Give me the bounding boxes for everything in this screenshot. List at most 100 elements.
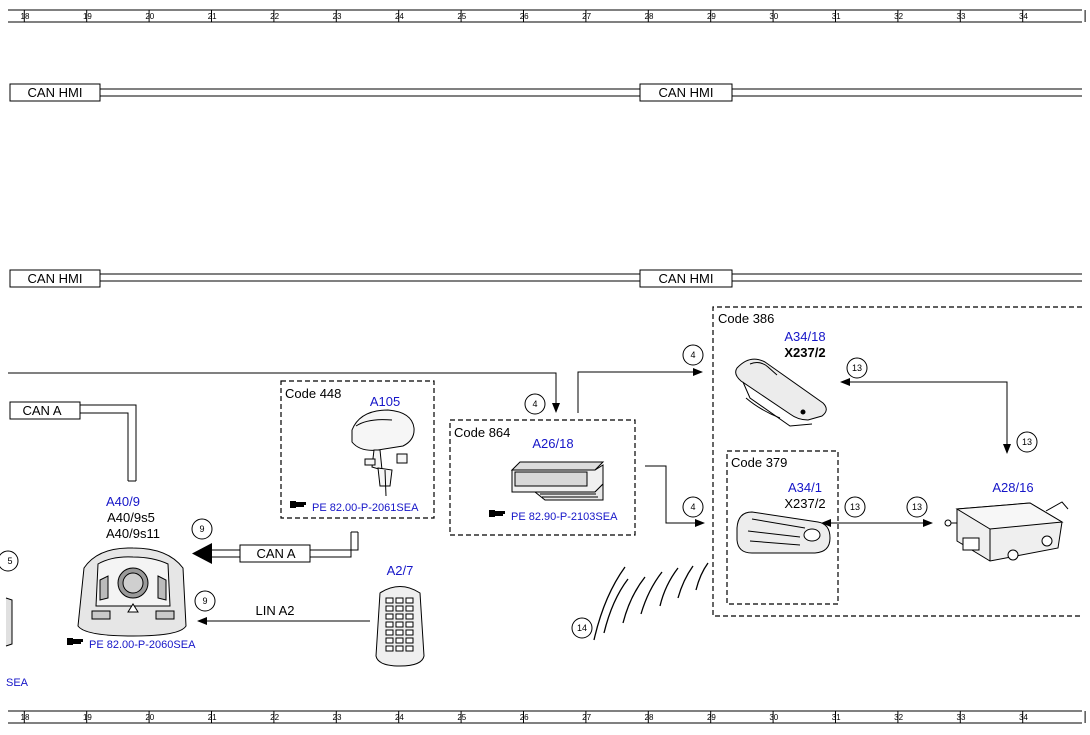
ruler-number: 21 <box>208 713 217 722</box>
signal-line-to-code-386 <box>577 368 703 413</box>
ruler-number: 28 <box>645 713 654 722</box>
ref-a26-18-text: PE 82.90-P-2103SEA <box>511 511 618 523</box>
remote-button <box>385 621 394 628</box>
ruler-number: 34 <box>1019 713 1028 722</box>
remote-button <box>395 621 404 628</box>
component-id-a2-7: A2/7 <box>387 563 414 578</box>
can-hmi-label: CAN HMI <box>659 85 714 100</box>
ruler-number: 24 <box>395 12 404 21</box>
marker-13: 13 <box>1016 431 1038 453</box>
remote-button <box>385 645 394 652</box>
ruler-number: 23 <box>333 713 342 722</box>
component-id-a28-16: A28/16 <box>992 480 1033 495</box>
remote-button <box>395 605 404 612</box>
control-panel-knob-icon <box>77 547 187 637</box>
remote-button <box>405 605 414 612</box>
marker-9: 9 <box>191 518 213 540</box>
code-379-box <box>726 450 839 605</box>
remote-button <box>385 637 394 644</box>
ruler-number: 25 <box>457 12 466 21</box>
remote-button <box>405 597 414 604</box>
remote-button <box>385 613 394 620</box>
marker-13: 13 <box>906 496 928 518</box>
ref-a26-18[interactable]: PE 82.90-P-2103SEA <box>489 510 618 523</box>
link-a34-18-a28-16 <box>840 378 1011 454</box>
ref-a105[interactable]: PE 82.00-P-2061SEA <box>290 501 419 514</box>
svg-text:9: 9 <box>199 524 204 534</box>
ruler-number: 26 <box>520 713 529 722</box>
marker-13: 13 <box>846 357 868 379</box>
signal-line-to-a26-18 <box>8 372 560 413</box>
svg-text:4: 4 <box>690 502 695 512</box>
remote-button <box>395 629 404 636</box>
can-hmi-bus-lower: CAN HMI CAN HMI <box>9 269 1082 288</box>
ruler-number: 26 <box>520 12 529 21</box>
can-hmi-bus-upper: CAN HMI CAN HMI <box>9 83 1082 102</box>
remote-button <box>405 613 414 620</box>
component-id-a34-1: A34/1 <box>788 480 822 495</box>
can-a-label: CAN A <box>256 546 295 561</box>
telephone-handset-icon <box>735 358 827 427</box>
ruler-number: 19 <box>83 713 92 722</box>
ref-partial-left[interactable]: SEA <box>6 677 29 689</box>
connector-id-x237-2: X237/2 <box>784 345 825 360</box>
code-448-box <box>280 380 435 519</box>
signal-line-to-code-379 <box>645 465 705 527</box>
lin-a2-label: LIN A2 <box>255 603 294 618</box>
remote-button <box>385 629 394 636</box>
code-864-box <box>449 419 636 536</box>
ruler-number: 22 <box>270 713 279 722</box>
telephone-base-icon <box>736 511 831 554</box>
remote-button <box>405 645 414 652</box>
partial-device-icon <box>5 597 13 647</box>
marker-5-partial: 5 <box>0 550 19 572</box>
marker-13: 13 <box>844 496 866 518</box>
svg-text:13: 13 <box>850 502 860 512</box>
remote-button <box>385 597 394 604</box>
component-id-a34-18: A34/18 <box>784 329 825 344</box>
code-386-label: Code 386 <box>718 311 774 326</box>
ruler-number: 20 <box>145 713 154 722</box>
marker-9: 9 <box>194 590 216 612</box>
ruler-number: 31 <box>832 12 841 21</box>
ruler-number: 22 <box>270 12 279 21</box>
marker-4: 4 <box>682 496 704 518</box>
ruler-number: 30 <box>769 12 778 21</box>
component-id-a26-18: A26/18 <box>532 436 573 451</box>
ruler-number: 24 <box>395 713 404 722</box>
ruler-number: 25 <box>457 713 466 722</box>
remote-button <box>405 637 414 644</box>
remote-button <box>395 613 404 620</box>
can-hmi-label: CAN HMI <box>28 271 83 286</box>
ruler-number: 32 <box>894 713 903 722</box>
code-864-label: Code 864 <box>454 425 510 440</box>
ruler-number: 29 <box>707 12 716 21</box>
remote-control-icon <box>375 586 425 667</box>
ruler-number: 20 <box>145 12 154 21</box>
marker-4: 4 <box>524 393 546 415</box>
ruler-number: 27 <box>582 713 591 722</box>
can-a-label-box <box>9 401 81 420</box>
svg-text:14: 14 <box>577 623 587 633</box>
ruler-number: 30 <box>769 713 778 722</box>
component-id-a40-9s11: A40/9s11 <box>106 526 160 541</box>
marker-4: 4 <box>682 344 704 366</box>
hand-pointer-icon <box>489 510 505 517</box>
code-448-label: Code 448 <box>285 386 341 401</box>
component-id-a40-9: A40/9 <box>106 494 140 509</box>
can-hmi-label-box <box>9 269 101 288</box>
control-module-icon <box>510 461 605 501</box>
hand-pointer-icon <box>67 638 83 645</box>
ruler-number: 19 <box>83 12 92 21</box>
can-hmi-label: CAN HMI <box>28 85 83 100</box>
ref-a40-9[interactable]: PE 82.00-P-2060SEA <box>67 638 196 651</box>
antenna-amplifier-icon <box>944 501 1069 562</box>
can-a-bus-middle: CAN A <box>192 531 359 564</box>
ruler-number: 29 <box>707 713 716 722</box>
component-id-a105: A105 <box>370 394 400 409</box>
remote-button <box>395 645 404 652</box>
can-hmi-label: CAN HMI <box>659 271 714 286</box>
